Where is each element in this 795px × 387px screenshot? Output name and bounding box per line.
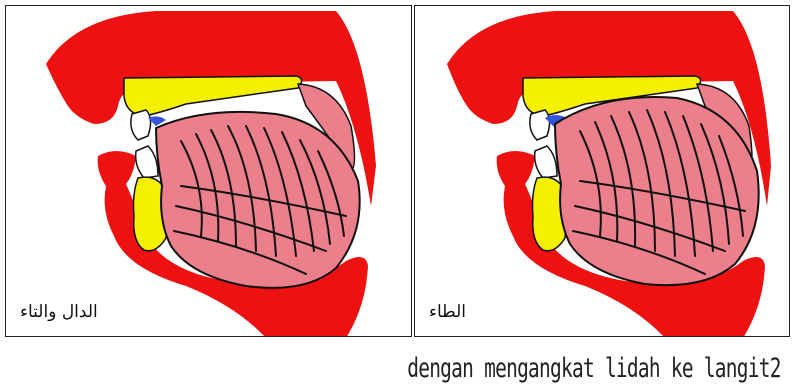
tongue (555, 97, 759, 285)
panel-ta-emphatic: الطاء (414, 5, 790, 337)
tongue (156, 112, 360, 288)
panel-dal-ta: الدال والتاء (5, 5, 412, 337)
panel-label-dal-ta: الدال والتاء (20, 302, 98, 322)
upper-tooth (131, 110, 151, 140)
lower-tooth (535, 146, 557, 178)
mouth-cross-section-right (415, 6, 790, 337)
mouth-cross-section-left (6, 6, 412, 337)
caption: dengan mengangkat lidah ke langit2 (408, 353, 781, 384)
panel-label-ta-emphatic: الطاء (429, 302, 466, 322)
lower-tooth (136, 146, 158, 178)
upper-tooth (530, 110, 550, 140)
hard-palate (124, 76, 302, 116)
